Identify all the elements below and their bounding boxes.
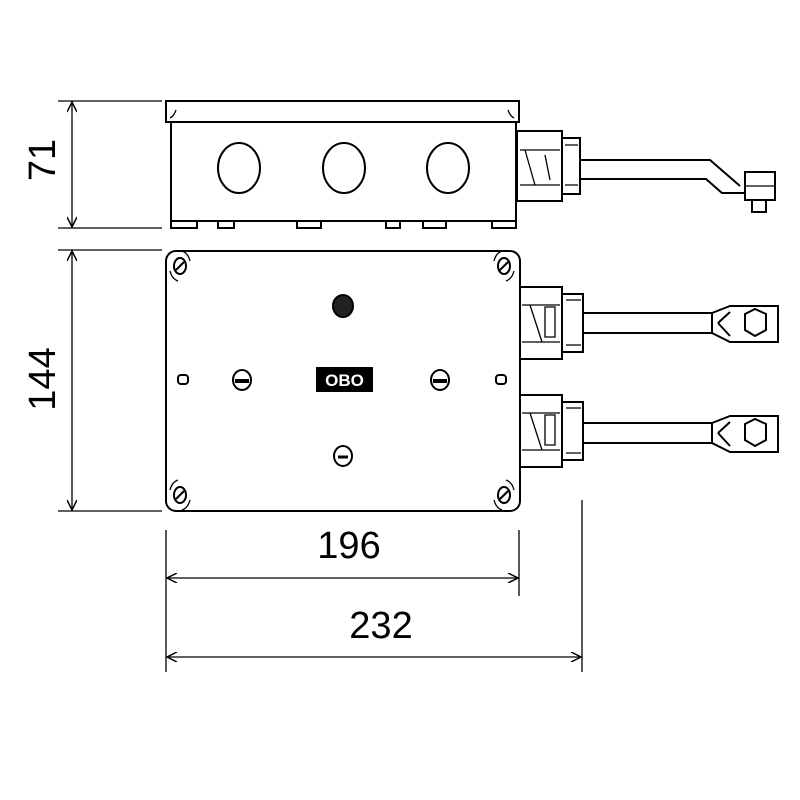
box-feet — [170, 220, 517, 229]
dimension-71: 71 — [22, 101, 162, 228]
dimension-232: 232 — [167, 500, 582, 672]
center-nut — [332, 294, 354, 318]
lid — [165, 100, 520, 123]
dimension-label-71: 71 — [22, 139, 64, 181]
front-view: OBO — [165, 250, 779, 512]
box-body-side — [170, 121, 517, 222]
lid-screw — [232, 369, 252, 391]
cable-gland-upper — [519, 286, 584, 360]
hex-nut — [744, 417, 767, 448]
cable-gland-side — [516, 130, 581, 202]
obo-logo: OBO — [316, 367, 373, 392]
lid-screw — [430, 369, 450, 391]
dimension-label-144: 144 — [22, 347, 64, 410]
cable-side — [580, 159, 776, 213]
dimension-196: 196 — [166, 525, 519, 672]
bolt — [751, 199, 767, 213]
dimension-144: 144 — [22, 250, 162, 511]
box-body-front — [165, 250, 521, 512]
knockout-hole — [426, 142, 470, 194]
dimension-label-196: 196 — [317, 525, 380, 567]
cable-upper — [583, 305, 779, 343]
cable-gland-lower — [519, 394, 584, 468]
mounting-slot — [177, 374, 189, 385]
hex-nut — [744, 307, 767, 338]
svg-text:OBO: OBO — [325, 371, 364, 390]
dimension-label-232: 232 — [349, 605, 412, 647]
corner-screws — [169, 250, 515, 511]
mounting-slot — [495, 374, 507, 385]
knockout-hole — [217, 142, 261, 194]
bottom-screw — [333, 445, 353, 467]
knockout-hole — [322, 142, 366, 194]
cable-lower — [583, 415, 779, 453]
side-view — [165, 100, 776, 229]
